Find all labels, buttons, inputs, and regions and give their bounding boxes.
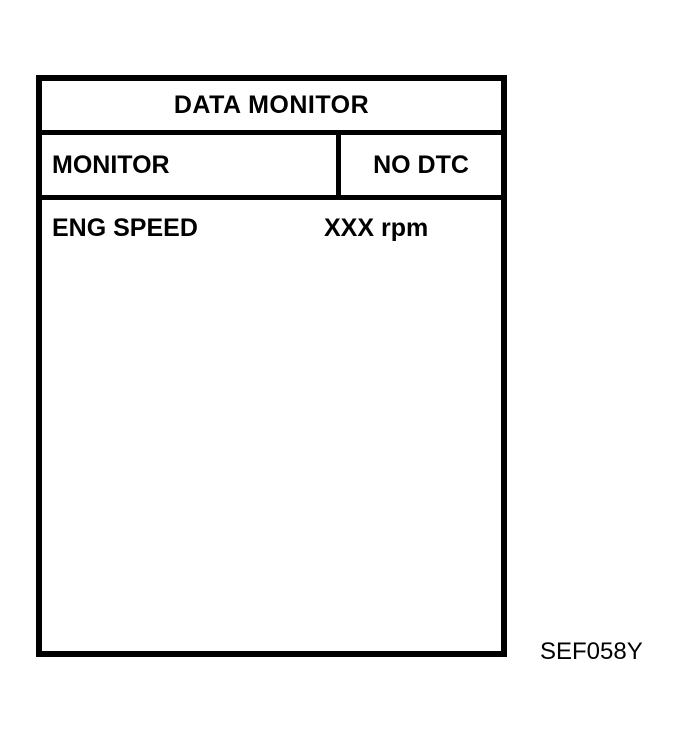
scan-tool-screen: DATA MONITOR MONITOR NO DTC ENG SPEED XX… [36,75,507,657]
parameter-value: XXX rpm [324,214,429,242]
monitor-status-row: MONITOR NO DTC [42,135,501,200]
dtc-status-cell: NO DTC [341,135,501,195]
screen-title-row: DATA MONITOR [42,81,501,135]
figure-caption: SEF058Y [540,638,643,665]
list-item: ENG SPEED XXX rpm [42,216,501,252]
monitor-label-cell: MONITOR [42,135,341,195]
parameter-name: ENG SPEED [52,214,198,242]
dtc-status-value: NO DTC [373,150,469,179]
parameter-list: ENG SPEED XXX rpm [42,200,501,651]
monitor-label: MONITOR [52,150,170,179]
screen-title: DATA MONITOR [173,91,370,119]
